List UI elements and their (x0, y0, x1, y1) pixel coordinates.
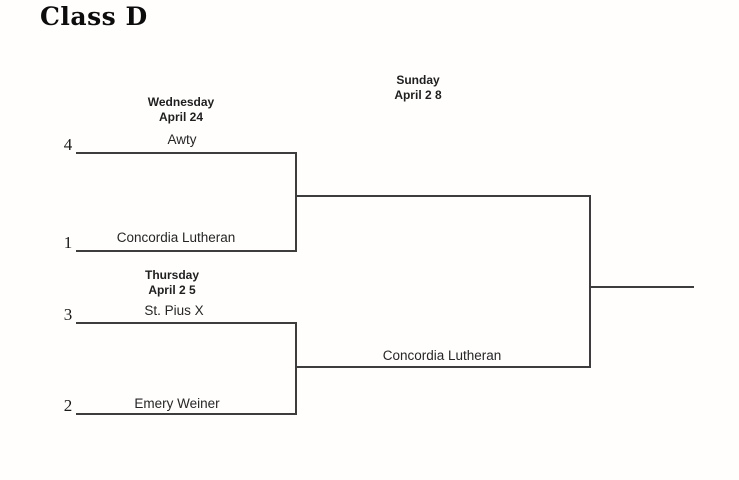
bracket-line-sf-top-seat1 (76, 250, 297, 252)
bracket-connector-sf-bottom (295, 322, 297, 415)
bracket-line-sf-bottom-seat2 (76, 413, 297, 415)
round-label-semifinal-top: Wednesday April 24 (106, 95, 256, 125)
team-name: Emery Weiner (134, 396, 220, 411)
round-day: Sunday (396, 73, 440, 87)
seed-number: 1 (63, 233, 73, 252)
bracket-line-final-top (295, 195, 591, 197)
team-name: St. Pius X (144, 303, 204, 318)
team-name-advancing: Concordia Lutheran (382, 348, 502, 363)
bracket-line-sf-bottom-seat3 (76, 322, 297, 324)
page-title: Class D (40, 2, 148, 31)
seed-number: 3 (63, 305, 73, 324)
seed-number: 2 (63, 396, 73, 415)
round-day: Wednesday (147, 95, 215, 109)
bracket-line-sf-top-seat4 (76, 152, 297, 154)
round-day: Thursday (144, 268, 199, 282)
bracket-line-final-bottom (295, 366, 591, 368)
round-date: April 2 8 (394, 88, 442, 102)
round-label-final: Sunday April 2 8 (343, 73, 493, 103)
bracket-connector-final (589, 195, 591, 368)
round-date: April 24 (158, 110, 203, 124)
round-date: April 2 5 (148, 283, 196, 297)
bracket-connector-sf-top (295, 152, 297, 252)
seed-number: 4 (63, 135, 73, 154)
bracket-line-champion (589, 286, 694, 288)
round-label-semifinal-bottom: Thursday April 2 5 (97, 268, 247, 298)
team-name: Concordia Lutheran (116, 230, 236, 245)
team-name: Awty (167, 132, 197, 147)
